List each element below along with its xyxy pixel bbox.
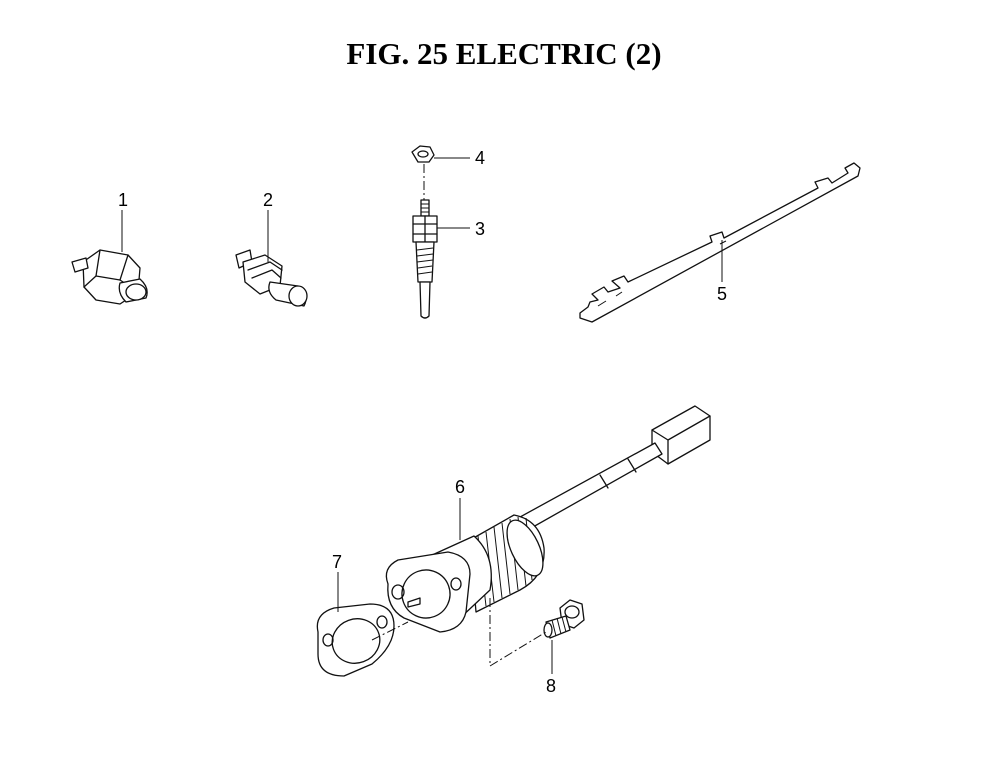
part-5-harness-band[interactable]: [579, 162, 861, 323]
part-6-speed-sensor[interactable]: [385, 405, 711, 633]
part-number-7: 7: [332, 552, 342, 572]
leader-lines: [121, 157, 723, 674]
part-4-nut[interactable]: [411, 145, 435, 200]
part-number-5: 5: [717, 284, 727, 304]
assembly-lines: [371, 598, 547, 667]
part-number-3: 3: [475, 219, 485, 239]
part-3-glow-plug[interactable]: [412, 199, 438, 319]
part-number-8: 8: [546, 676, 556, 696]
part-number-2: 2: [263, 190, 273, 210]
part-2-temperature-sensor[interactable]: [235, 249, 308, 307]
figure-title: FIG. 25 ELECTRIC (2): [346, 36, 662, 71]
part-number-6: 6: [455, 477, 465, 497]
part-8-bolt[interactable]: [543, 599, 585, 639]
part-number-1: 1: [118, 190, 128, 210]
part-number-4: 4: [475, 148, 485, 168]
part-1-pressure-switch[interactable]: [71, 249, 148, 305]
part-7-gasket[interactable]: [316, 603, 395, 677]
